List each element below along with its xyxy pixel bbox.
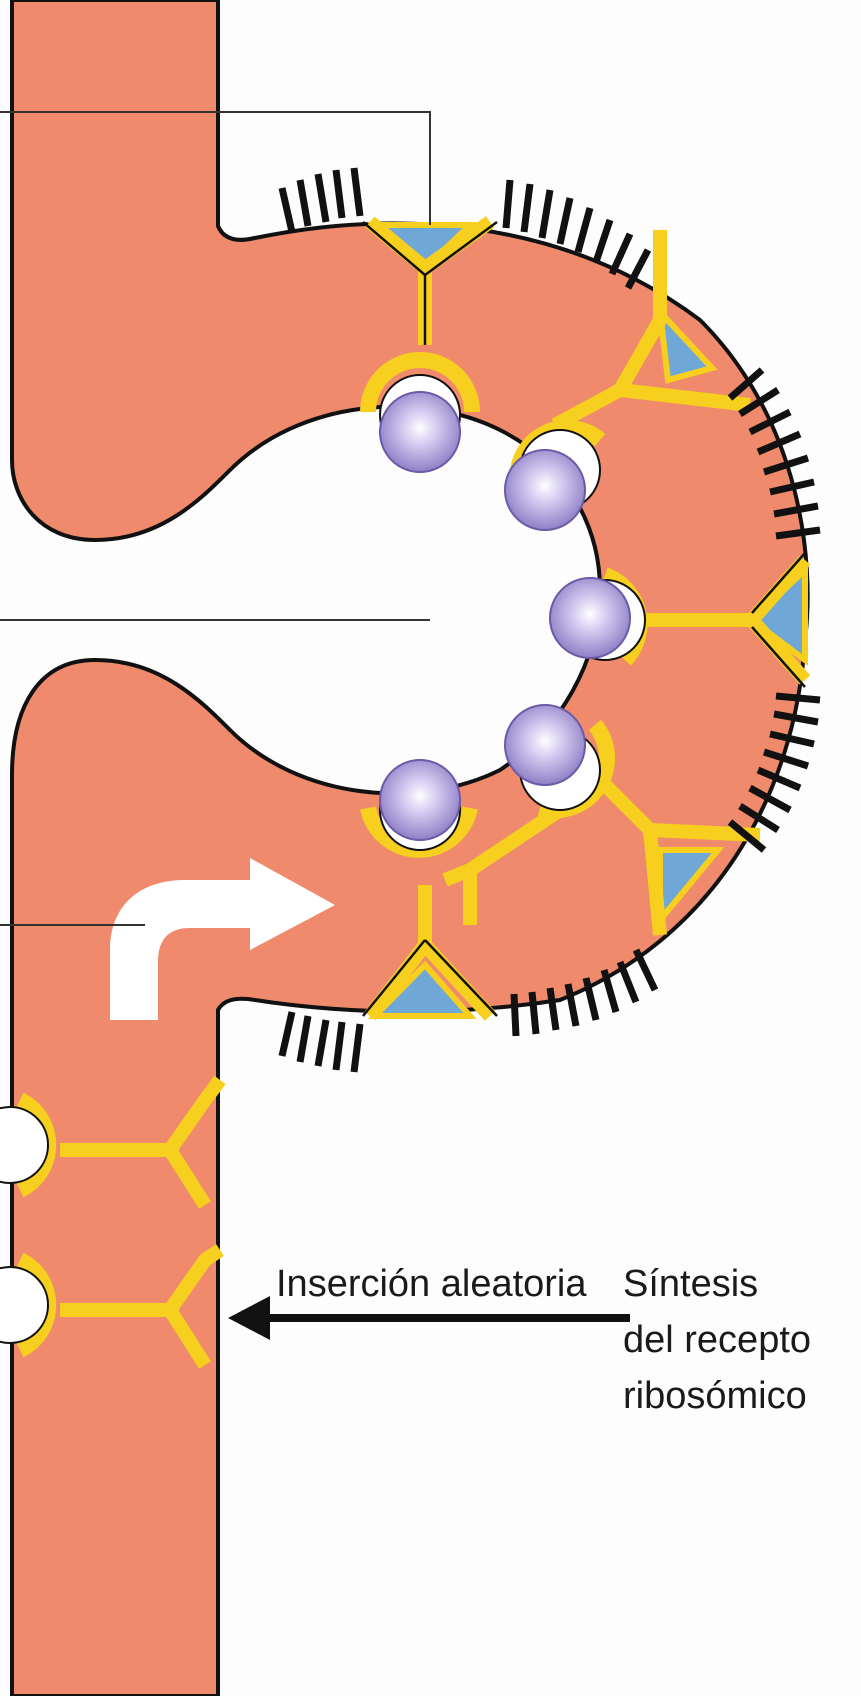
- receptor-sphere: [380, 392, 460, 472]
- label-synthesis-line3: ribosómico: [623, 1374, 807, 1418]
- label-synthesis-line2: del recepto: [623, 1318, 811, 1362]
- receptor-sphere: [505, 705, 585, 785]
- receptor-sphere: [505, 450, 585, 530]
- label-random-insertion: Inserción aleatoria: [276, 1262, 587, 1306]
- receptor-sphere: [550, 578, 630, 658]
- receptor-sphere: [380, 760, 460, 840]
- label-synthesis-line1: Síntesis: [623, 1262, 758, 1306]
